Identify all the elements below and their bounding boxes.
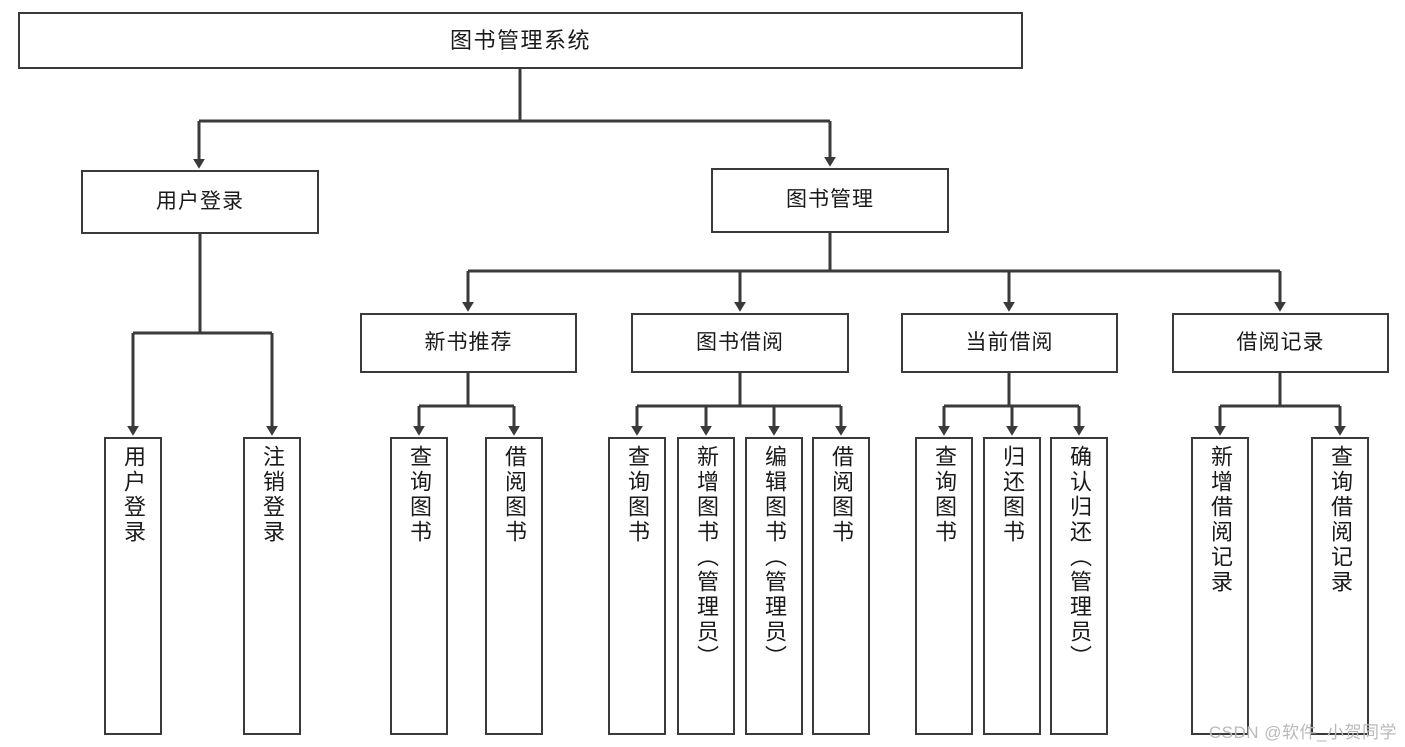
- node-label: 编辑图书（管理员）: [762, 445, 787, 670]
- node-label: 查询图书: [407, 445, 432, 545]
- node-label: 查询图书: [625, 445, 650, 545]
- node-label: 新增图书（管理员）: [694, 445, 719, 670]
- node-label: 确认归还（管理员）: [1067, 445, 1092, 670]
- node-label: 新增借阅记录: [1208, 445, 1233, 595]
- node-leaf-borrow-book-1[interactable]: 借阅图书: [485, 437, 543, 735]
- node-leaf-add-borrow-record[interactable]: 新增借阅记录: [1191, 437, 1249, 735]
- node-leaf-borrow-book-2[interactable]: 借阅图书: [812, 437, 870, 735]
- node-new_book_rec[interactable]: 新书推荐: [360, 313, 577, 373]
- node-label: 用户登录: [156, 189, 244, 213]
- node-leaf-confirm-return[interactable]: 确认归还（管理员）: [1050, 437, 1108, 735]
- node-leaf-query-book-3[interactable]: 查询图书: [915, 437, 973, 735]
- node-root-label: 图书管理系统: [449, 27, 591, 53]
- node-book_borrow[interactable]: 图书借阅: [631, 313, 849, 373]
- node-leaf-add-book-admin[interactable]: 新增图书（管理员）: [677, 437, 735, 735]
- node-leaf-edit-book-admin[interactable]: 编辑图书（管理员）: [745, 437, 803, 735]
- node-label: 新书推荐: [424, 330, 513, 354]
- node-label: 查询借阅记录: [1328, 445, 1353, 595]
- node-label: 注销登录: [260, 445, 285, 545]
- node-current_borrow[interactable]: 当前借阅: [901, 313, 1118, 373]
- node-label: 借阅图书: [829, 445, 854, 545]
- node-label: 当前借阅: [965, 330, 1054, 354]
- node-leaf-query-borrow-record[interactable]: 查询借阅记录: [1311, 437, 1369, 735]
- node-user_login[interactable]: 用户登录: [81, 170, 319, 234]
- node-label: 用户登录: [121, 445, 146, 545]
- node-label: 查询图书: [932, 445, 957, 545]
- node-label: 图书管理: [786, 188, 874, 212]
- node-root-system[interactable]: 图书管理系统: [18, 12, 1023, 69]
- node-label: 图书借阅: [696, 330, 784, 354]
- node-leaf-query-book-2[interactable]: 查询图书: [608, 437, 666, 735]
- node-leaf-user-login[interactable]: 用户登录: [104, 437, 162, 735]
- node-label: 借阅记录: [1236, 330, 1325, 354]
- node-label: 借阅图书: [502, 445, 527, 545]
- node-label: 归还图书: [1000, 445, 1025, 545]
- node-leaf-query-book-1[interactable]: 查询图书: [390, 437, 448, 735]
- node-borrow_record[interactable]: 借阅记录: [1172, 313, 1389, 373]
- node-leaf-logout-login[interactable]: 注销登录: [243, 437, 301, 735]
- node-leaf-return-book[interactable]: 归还图书: [983, 437, 1041, 735]
- node-book_manage[interactable]: 图书管理: [711, 168, 949, 233]
